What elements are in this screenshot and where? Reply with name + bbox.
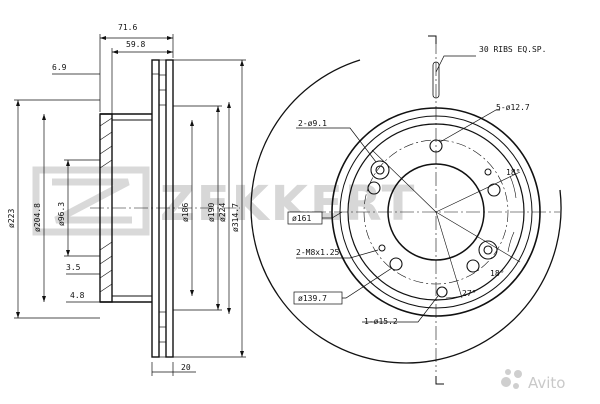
dim-3-5: 3.5 — [66, 263, 81, 272]
dim-4-8: 4.8 — [70, 291, 85, 300]
side-dimension-lines — [14, 34, 246, 376]
bore-label-box — [287, 211, 323, 225]
callout-hole-15-2: 1-ø15.2 — [364, 317, 398, 326]
dim-223: ø223 — [7, 209, 16, 228]
watermark-brand: ZEKKERT — [160, 176, 416, 232]
dim-96-3: ø96.3 — [57, 202, 66, 226]
rib-slot — [432, 61, 440, 99]
dim-71-6: 71.6 — [118, 23, 137, 32]
dim-6-9: 6.9 — [52, 63, 67, 72]
thread-hole — [378, 244, 386, 252]
large-hole — [436, 286, 448, 298]
dim-190: ø190 — [207, 203, 216, 222]
dim-314-7: ø314.7 — [231, 203, 240, 232]
avito-text: Avito — [528, 374, 566, 392]
locator-hole — [483, 245, 493, 255]
dim-20: 20 — [181, 363, 191, 372]
zekkert-watermark: ZEKKERT — [32, 166, 416, 236]
side-arrowheads — [16, 36, 244, 357]
thread-hole — [484, 168, 492, 176]
avito-logo-icon — [501, 369, 522, 389]
angle-18-lower: 18° — [490, 269, 504, 278]
front-view — [250, 35, 562, 385]
angle-27: 27° — [462, 289, 476, 298]
angle-construction-lines — [371, 149, 521, 299]
hub-hatching — [99, 117, 113, 293]
dim-186: ø186 — [181, 203, 190, 222]
dim-224: ø224 — [218, 203, 227, 222]
locator-hole-outer — [370, 160, 390, 180]
side-section-view — [14, 34, 246, 376]
bolt-hole — [367, 181, 381, 195]
corner-mark-top — [428, 35, 437, 44]
dim-204-8: ø204.8 — [33, 203, 42, 232]
bolt-hole — [389, 257, 403, 271]
callout-holes-9-1: 2-ø9.1 — [298, 119, 327, 128]
callout-ribs: 30 RIBS EQ.SP. — [479, 45, 546, 54]
inner-friction-plate — [165, 59, 174, 358]
locator-hole-outer — [478, 240, 498, 260]
callout-holes-12-7: 5-ø12.7 — [496, 103, 530, 112]
callout-pcd: ø139.7 — [298, 294, 327, 303]
bolt-hole — [429, 139, 443, 153]
disc-outer-edge — [250, 59, 562, 364]
angle-18-upper: 18° — [506, 168, 520, 177]
pcd-label-box — [293, 291, 343, 305]
callout-bore-161: ø161 — [292, 214, 311, 223]
corner-mark-bottom — [435, 376, 444, 385]
cooling-vanes — [159, 59, 166, 358]
avito-watermark: Avito — [501, 369, 566, 392]
zekkert-logo-icon — [32, 166, 150, 236]
bolt-hole — [466, 259, 480, 273]
locator-hole — [375, 165, 385, 175]
outer-friction-plate — [151, 59, 160, 358]
bolt-hole — [487, 183, 501, 197]
callout-thread: 2-M8x1.25 — [296, 248, 340, 257]
dim-59-8: 59.8 — [126, 40, 145, 49]
